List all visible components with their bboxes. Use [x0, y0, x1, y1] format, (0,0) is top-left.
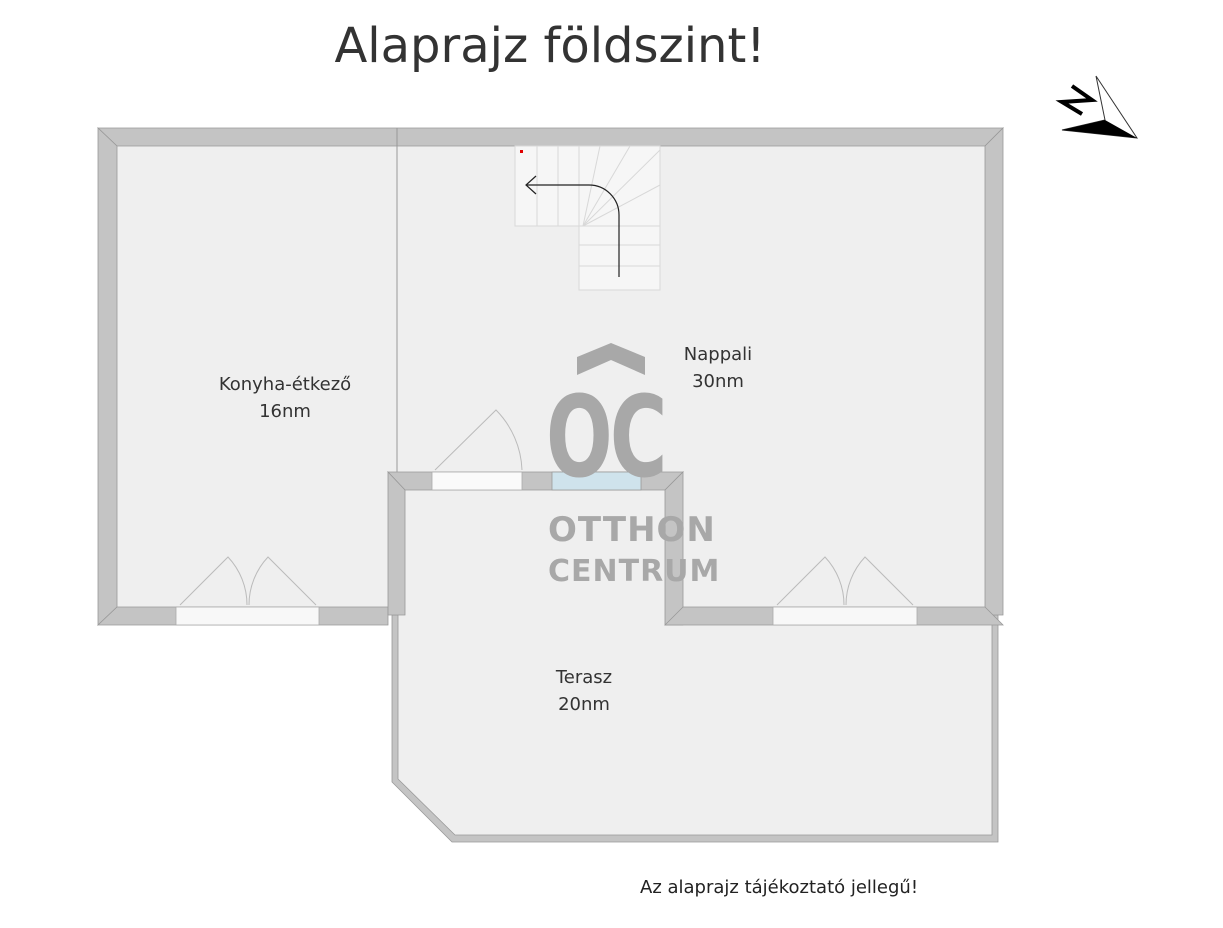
kitchen-floor: [117, 146, 397, 607]
inner-door-opening: [431, 471, 523, 491]
logo-monogram: OC: [546, 373, 667, 503]
stairs: [514, 145, 661, 291]
room-name: Terasz: [555, 667, 613, 688]
red-marker: [520, 150, 523, 153]
page-title: Alaprajz földszint!: [334, 18, 766, 74]
room-name: Konyha-étkező: [218, 374, 352, 395]
window: [551, 471, 642, 491]
door-swings: [179, 409, 914, 606]
logo-line2: CENTRUM: [548, 554, 721, 589]
room-label-living: Nappali 30nm: [678, 341, 758, 395]
north-arrow-icon: [1055, 75, 1139, 139]
room-area: 30nm: [692, 371, 744, 392]
living-floor: [397, 146, 985, 472]
logo-line1: OTTHON: [548, 510, 716, 550]
room-area: 16nm: [259, 401, 311, 422]
kitchen-door-opening: [175, 606, 320, 626]
living-door-opening: [772, 606, 918, 626]
living-floor-right: [683, 472, 985, 607]
terrace-floor: [398, 490, 992, 835]
logo-circumflex: [577, 343, 645, 375]
disclaimer-note: Az alaprajz tájékoztató jellegű!: [640, 877, 919, 898]
room-label-terrace: Terasz 20nm: [534, 664, 634, 718]
room-name: Nappali: [683, 344, 753, 365]
room-area: 20nm: [558, 694, 610, 715]
room-label-kitchen: Konyha-étkező 16nm: [192, 371, 378, 425]
